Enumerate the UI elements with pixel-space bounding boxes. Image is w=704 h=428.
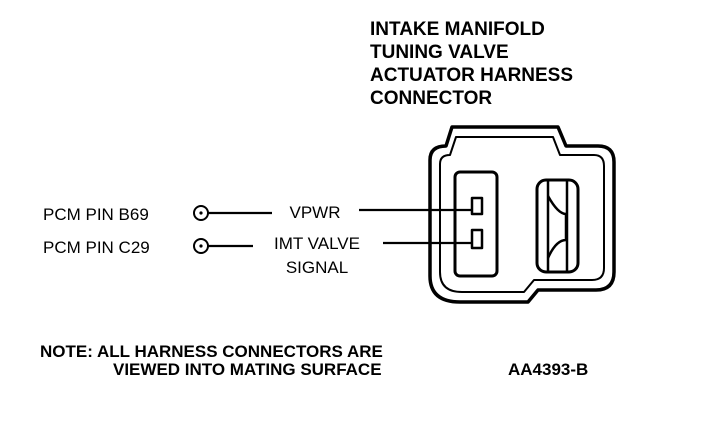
figure-code: AA4393-B [508,360,588,379]
terminal-b69 [470,196,484,216]
connector-outer-shell [428,125,616,304]
title-line-4: CONNECTOR [370,88,492,109]
imt-valve-label: IMT VALVE [274,234,360,253]
title-line-2: TUNING VALVE [370,42,509,63]
wire-vpwr [193,205,473,221]
signal-label: SIGNAL [286,258,348,277]
vpwr-label: VPWR [290,203,341,222]
terminal-c29 [470,228,484,250]
terminal-cavity [453,170,499,278]
pcm-pin-c29-dot [199,244,203,248]
title-line-1: INTAKE MANIFOLD [370,19,545,40]
note-line-2: VIEWED INTO MATING SURFACE [113,360,382,379]
locking-latch [535,178,580,274]
wire-imt-signal [193,238,473,254]
pcm-pin-b69-label: PCM PIN B69 [43,205,149,224]
latch-tab [546,195,568,259]
pcm-pin-c29-label: PCM PIN C29 [43,238,150,257]
harness-connector [428,125,616,304]
note-line-1: NOTE: ALL HARNESS CONNECTORS ARE [40,342,383,361]
pcm-pin-b69-dot [199,211,203,215]
connector-inner-shell [439,136,605,293]
title-line-3: ACTUATOR HARNESS [370,65,573,86]
